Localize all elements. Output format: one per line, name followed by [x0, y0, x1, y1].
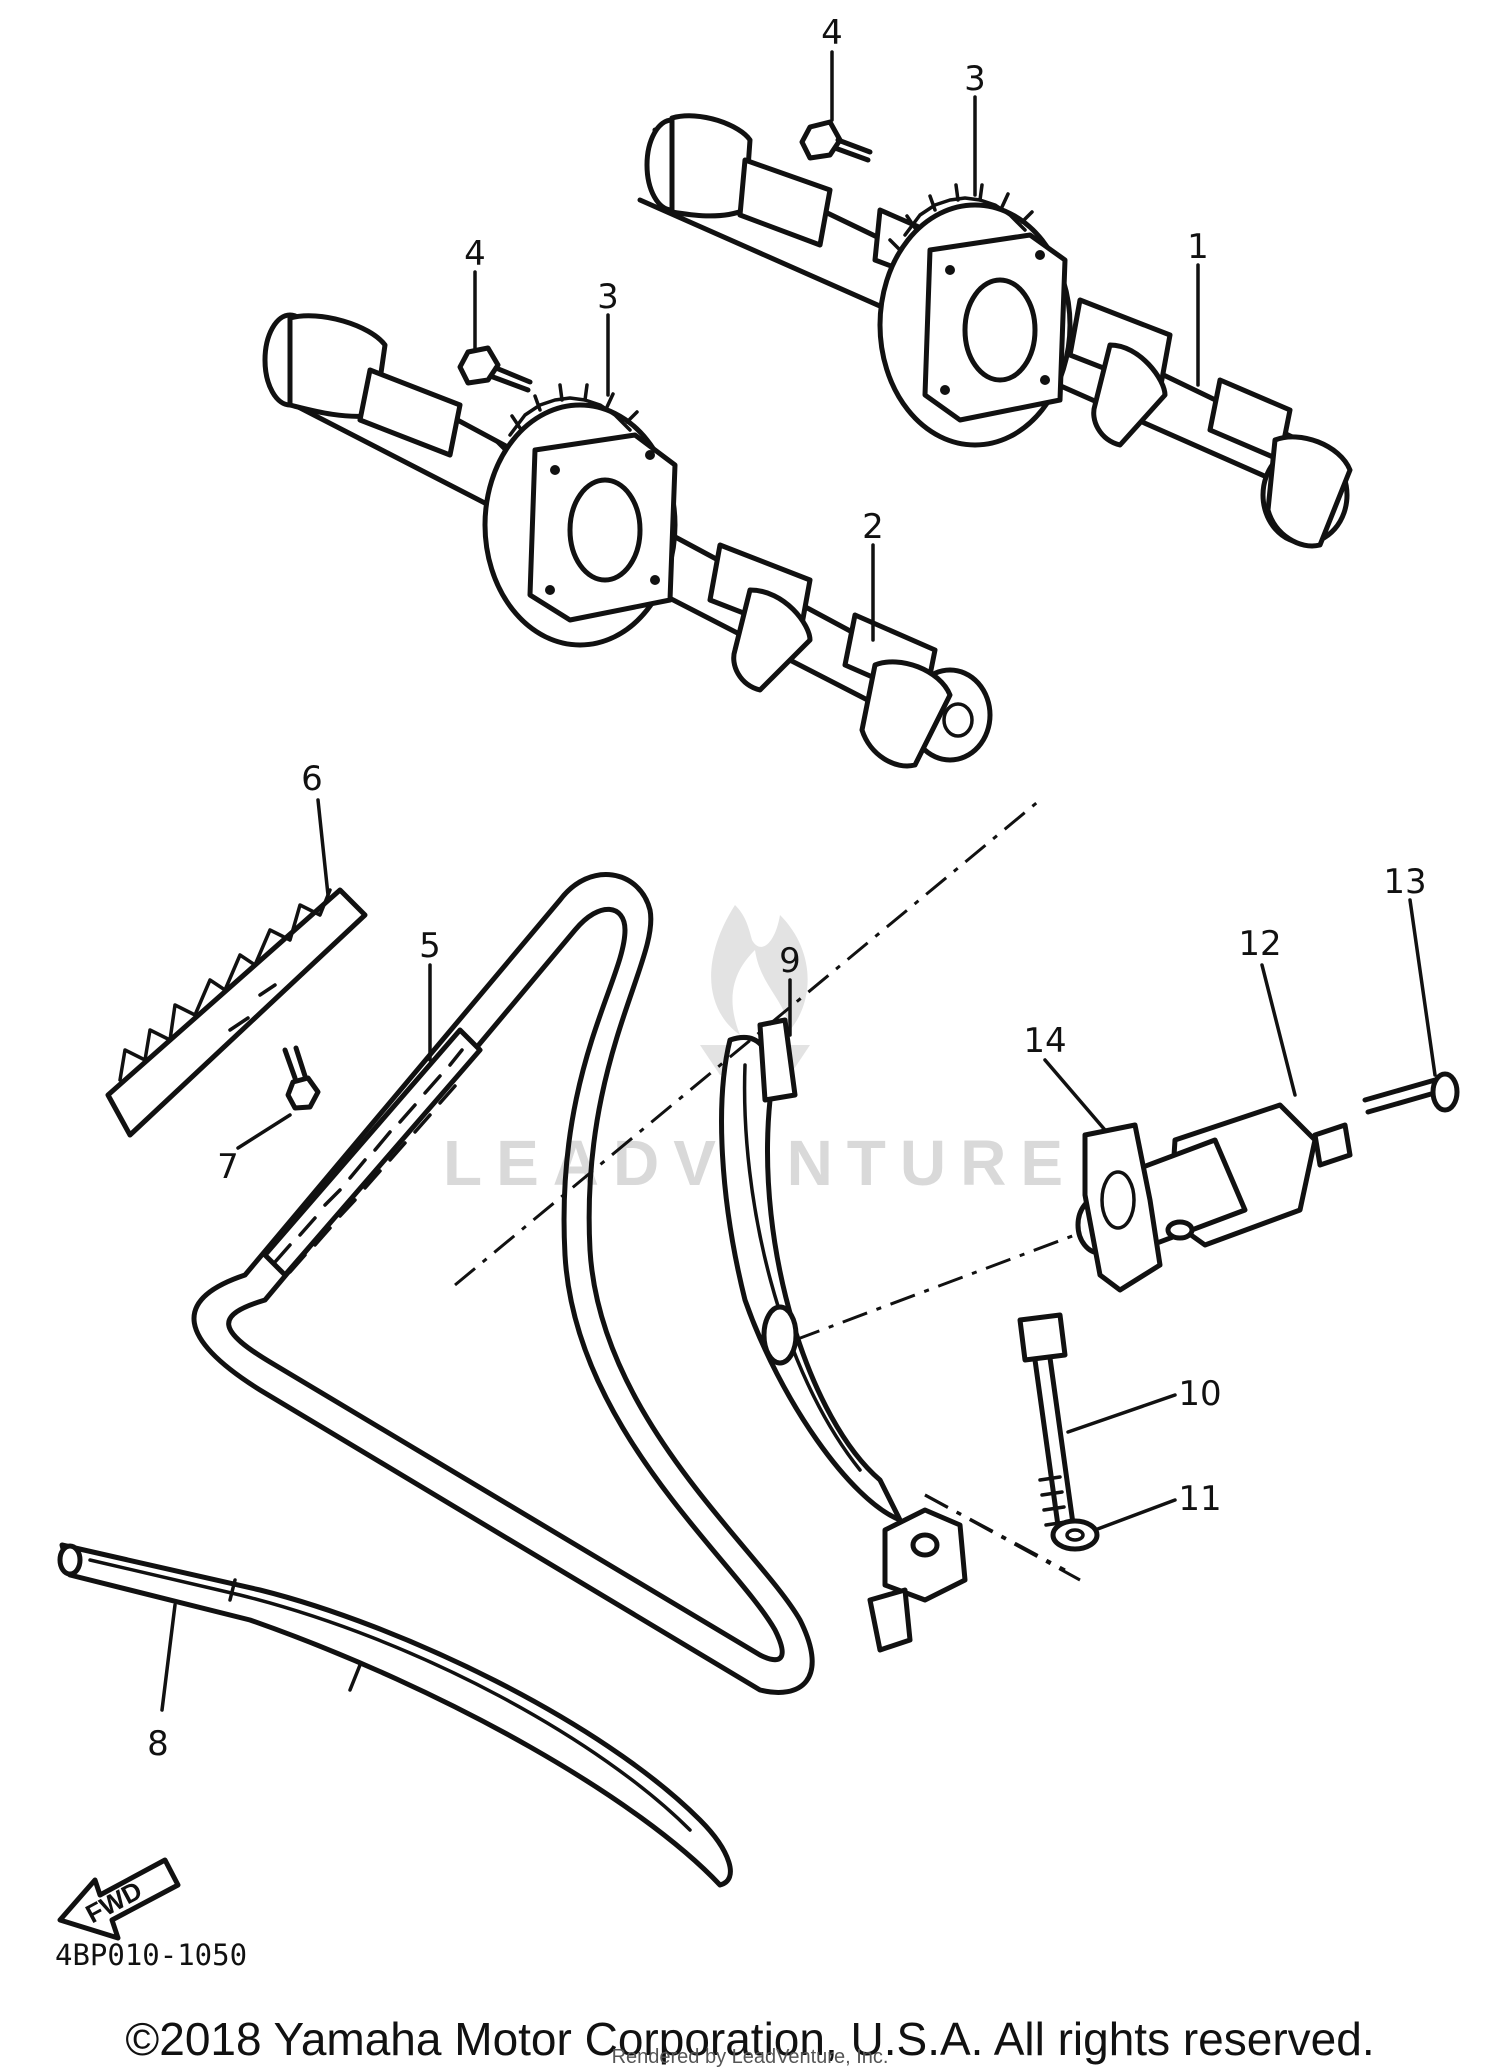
callout-3-lower: 3	[597, 277, 619, 317]
alignment-lines	[454, 798, 1081, 1582]
chain-guide-tensioner-side	[719, 1017, 903, 1523]
diagram-code: 4BP010-1050	[55, 1938, 247, 1972]
callout-5: 5	[419, 926, 441, 966]
callout-10: 10	[1178, 1374, 1221, 1414]
chain-guide-top	[105, 887, 368, 1138]
camshaft-intake	[262, 312, 993, 769]
callout-6: 6	[301, 759, 323, 799]
forward-direction-arrow: FWD	[57, 1857, 181, 1941]
callout-9: 9	[779, 941, 801, 981]
callout-12: 12	[1238, 924, 1281, 964]
rendered-by-notice: Rendered by LeadVenture, Inc.	[611, 2046, 889, 2068]
sprocket-bolt-upper	[799, 119, 873, 163]
callout-8: 8	[147, 1724, 169, 1764]
leader-lines	[160, 50, 1437, 1712]
callout-11: 11	[1178, 1479, 1221, 1519]
copyright-notice: ©2018 Yamaha Motor Corporation, U.S.A. A…	[125, 2013, 1375, 2065]
guide-pivot-bracket	[867, 1507, 968, 1653]
tensioner-bolt	[1362, 1071, 1460, 1115]
callout-2: 2	[862, 507, 884, 547]
callout-4-lower: 4	[464, 234, 486, 274]
callout-1: 1	[1187, 227, 1209, 267]
guide-bolt	[282, 1045, 321, 1111]
callout-4-upper: 4	[821, 13, 843, 53]
cam-chain	[191, 872, 815, 1695]
pivot-bolt	[1017, 1312, 1078, 1543]
chain-guide-bottom	[57, 1542, 733, 1888]
callout-13: 13	[1383, 862, 1426, 902]
washer	[1050, 1518, 1100, 1552]
callout-7: 7	[217, 1147, 239, 1187]
callouts: 4 3 1 4 3 2 6 5 9 14 12 13 7 10 11 8	[147, 13, 1426, 1764]
sprocket-bolt-lower	[457, 345, 533, 393]
camshaft-exhaust	[637, 113, 1353, 549]
callout-3-upper: 3	[964, 59, 986, 99]
callout-14: 14	[1023, 1021, 1066, 1061]
tensioner-gasket	[1082, 1122, 1163, 1293]
